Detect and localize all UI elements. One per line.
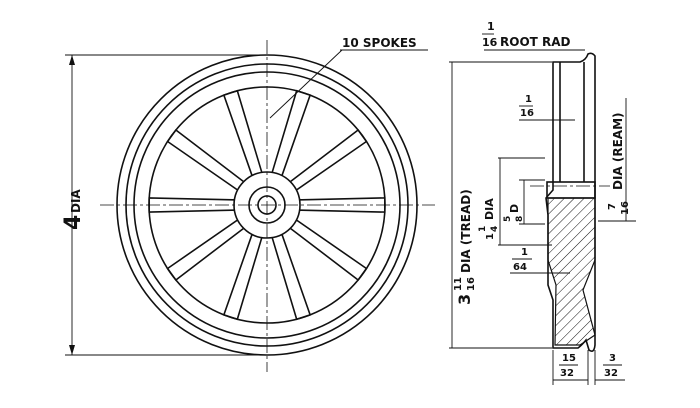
spokes-note: 10 SPOKES xyxy=(342,36,417,50)
side-view: 3 11 16 DIA (TREAD) 1 16 ROOT RAD 1 16 1… xyxy=(449,20,636,385)
hub-depth-num: 5 xyxy=(503,216,513,222)
hub-depth-den: 8 xyxy=(515,216,525,222)
tread-dia-den: 16 xyxy=(466,277,477,291)
tread-width-den: 32 xyxy=(560,368,574,379)
root-rad-den: 16 xyxy=(482,36,498,49)
spoke xyxy=(286,217,368,282)
bore-section xyxy=(546,181,596,199)
hub-dia-num: 1 xyxy=(478,226,488,232)
flange-width-num: 3 xyxy=(609,353,616,364)
tread-dia-num: 11 xyxy=(453,277,464,291)
front-view: 4 DIA 10 SPOKES xyxy=(61,36,435,372)
hub-depth-label: D xyxy=(508,204,521,213)
offset-num: 1 xyxy=(521,247,528,258)
web-num: 1 xyxy=(525,94,532,105)
hub-dia-den: 4 xyxy=(490,226,500,232)
tread-dia-label: DIA (TREAD) xyxy=(459,189,473,273)
spoke xyxy=(270,230,312,321)
root-rad-label: ROOT RAD xyxy=(500,35,571,49)
tread-width-num: 15 xyxy=(562,353,576,364)
bore-den: 16 xyxy=(620,201,631,215)
flange-width-den: 32 xyxy=(604,368,618,379)
root-rad-num: 1 xyxy=(487,20,495,33)
hub-dia-label: DIA xyxy=(483,198,496,220)
bore-num: 7 xyxy=(607,203,618,210)
spoke xyxy=(222,230,264,321)
overall-dia-whole: 4 xyxy=(61,215,86,230)
web-den: 16 xyxy=(520,108,534,119)
spoke xyxy=(270,89,312,180)
hub-dia-whole: 1 xyxy=(485,233,496,240)
wheel-section xyxy=(545,52,596,352)
tread-dia-whole: 3 xyxy=(455,294,474,305)
spoke xyxy=(166,217,248,282)
overall-dia-unit: DIA xyxy=(69,189,83,213)
spoke xyxy=(286,128,368,193)
bore-label: DIA (REAM) xyxy=(611,112,625,190)
offset-den: 64 xyxy=(513,262,527,273)
spoke xyxy=(222,89,264,180)
spokes-leader xyxy=(269,49,343,119)
hatched-hub xyxy=(547,197,596,346)
spoke xyxy=(166,128,248,193)
